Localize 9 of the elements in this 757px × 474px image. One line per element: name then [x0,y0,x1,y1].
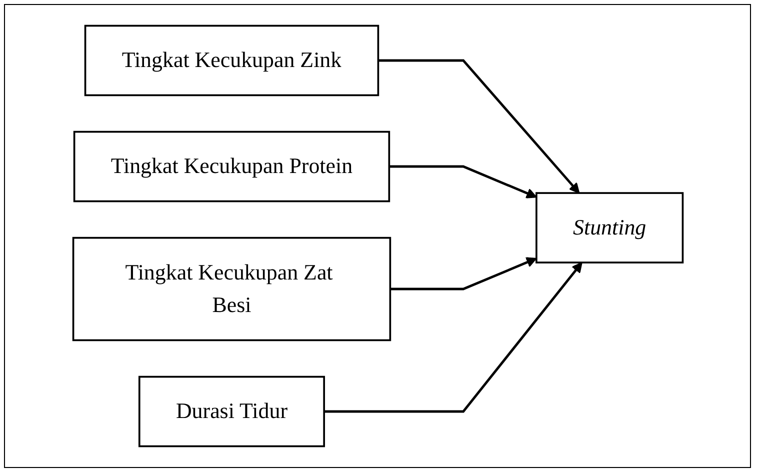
arrow [388,165,536,198]
arrow [324,262,582,413]
node-box: Tingkat Kecukupan Zat Besi [72,236,391,342]
arrow [390,257,536,290]
node-box: Stunting [535,192,684,264]
node-box: Durasi Tidur [138,376,324,448]
node-box: Tingkat Kecukupan Protein [72,130,390,202]
node-box: Tingkat Kecukupan Zink [84,24,379,96]
arrow [378,59,580,194]
